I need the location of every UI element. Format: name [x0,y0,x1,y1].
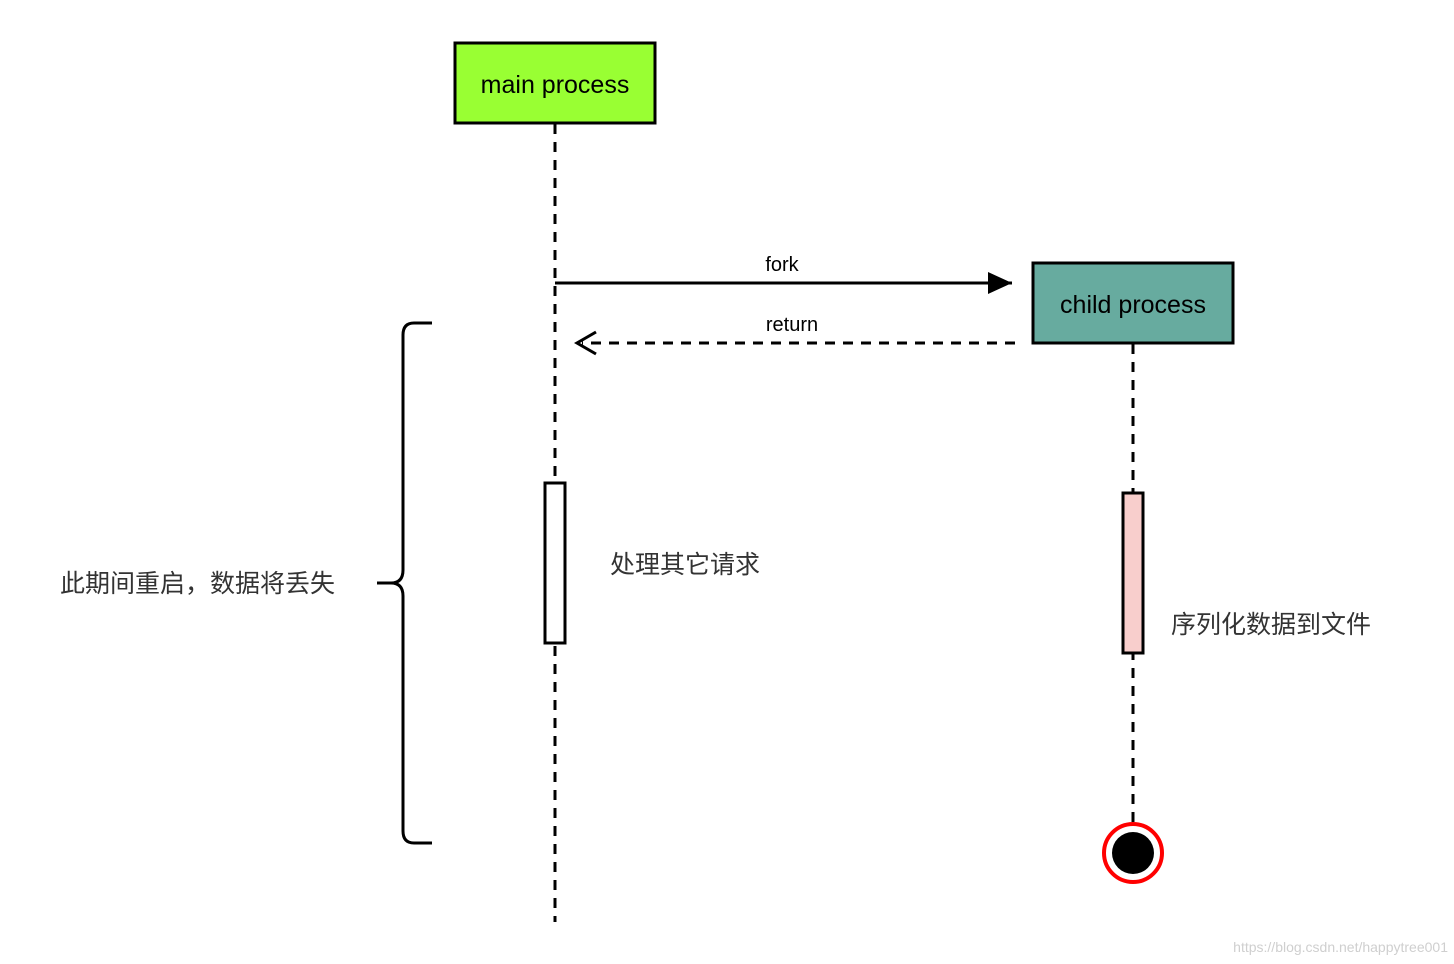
return-arrowhead-icon [574,330,597,356]
main-process-label: main process [481,71,630,99]
restart-period-brace [377,321,432,845]
main-process-box[interactable] [453,41,657,125]
main-activity-note: 处理其它请求 [610,550,760,579]
child-activation-bar[interactable] [1121,491,1145,655]
return-message-label: return [766,314,818,336]
child-activity-note: 序列化数据到文件 [1171,610,1371,639]
child-process-label: child process [1060,291,1206,319]
child-process-box[interactable] [1031,261,1235,345]
watermark-text: https://blog.csdn.net/happytree001 [1233,939,1448,955]
fork-message-label: fork [765,254,799,276]
main-activation-bar[interactable] [543,481,567,645]
end-state-icon [1112,832,1154,874]
restart-warning-note: 此期间重启，数据将丢失 [60,569,335,598]
